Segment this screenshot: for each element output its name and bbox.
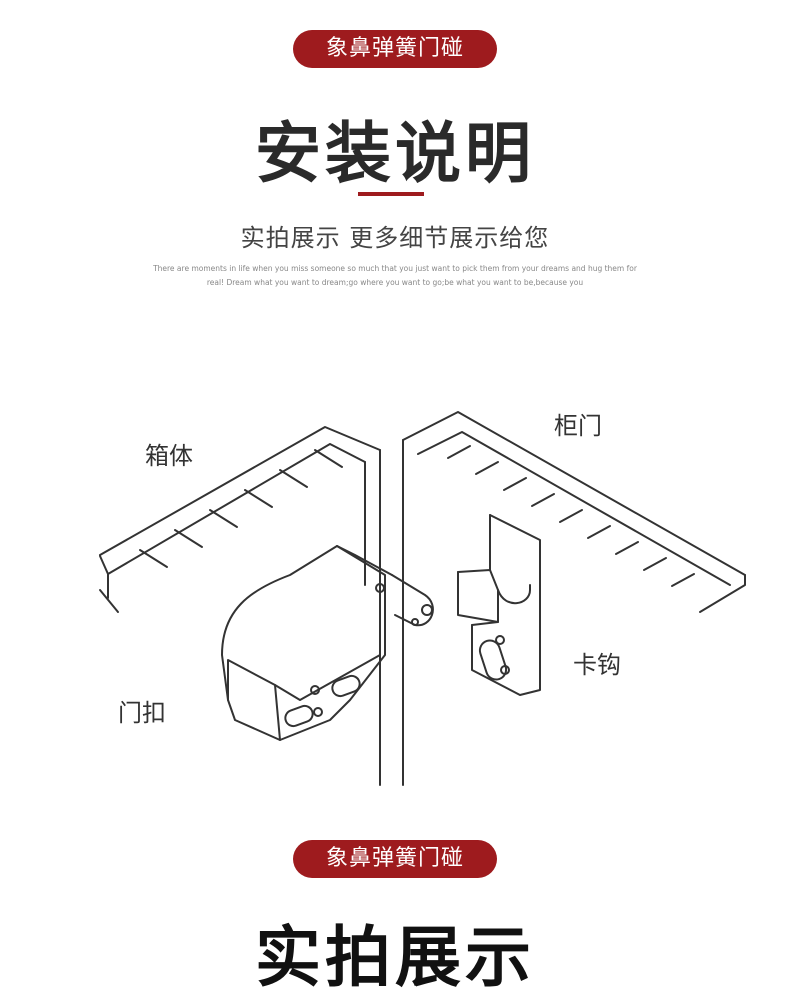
product-name-badge: 象鼻弹簧门碰 [293,30,497,68]
label-cabinet-door: 柜门 [554,412,602,440]
english-line-1: There are moments in life when you miss … [153,264,637,273]
cabinet-door-top-panel [402,411,746,786]
cabinet-side-panel [364,449,381,786]
installation-diagram [99,411,746,786]
hook-catch-device [457,514,541,696]
title-divider [358,192,424,196]
decorative-english-text: There are moments in life when you miss … [150,262,640,290]
product-name-badge-bottom: 象鼻弹簧门碰 [293,840,497,878]
door-latch-device [221,545,434,741]
label-door-latch: 门扣 [118,699,166,727]
cabinet-body-top-panel [99,426,381,613]
section-title-photos: 实拍展示 [255,919,535,996]
english-line-2: real! Dream what you want to dream;go wh… [206,278,584,287]
section-title-installation: 安装说明 [255,115,535,192]
section-subtitle: 实拍展示 更多细节展示给您 [240,224,550,252]
label-hook: 卡钩 [573,651,621,679]
label-cabinet-body: 箱体 [145,442,193,470]
